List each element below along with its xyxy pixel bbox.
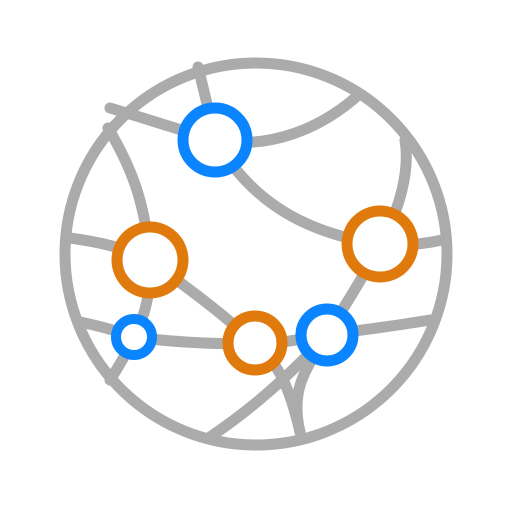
node-blue-top <box>177 102 253 178</box>
node-orange-left <box>111 221 189 299</box>
node-blue-small-left <box>111 314 157 360</box>
node-orange-right <box>341 205 419 283</box>
globe-outline <box>59 57 453 451</box>
node-orange-bottom <box>222 310 288 376</box>
network-nodes <box>111 102 419 376</box>
node-blue-bottom-right <box>295 303 359 367</box>
globe-arc-right-vertical <box>291 134 412 438</box>
